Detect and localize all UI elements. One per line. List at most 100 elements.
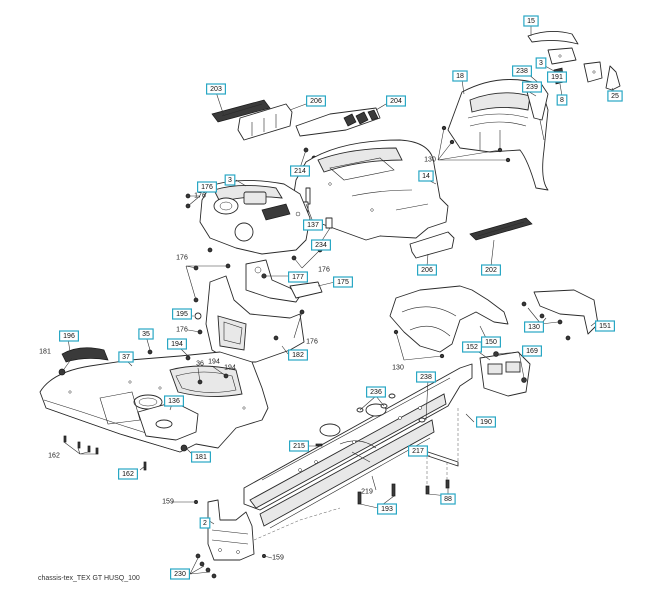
- callout-37[interactable]: 37: [118, 351, 134, 363]
- screws-130-hood[interactable]: [441, 125, 511, 163]
- callout-182[interactable]: 182: [288, 349, 309, 361]
- bolts-88[interactable]: [425, 479, 450, 495]
- callout-15[interactable]: 15: [523, 15, 539, 27]
- callout-206[interactable]: 206: [306, 95, 327, 107]
- callout-3[interactable]: 3: [224, 174, 236, 186]
- frame-190[interactable]: [243, 363, 473, 529]
- bolt-215[interactable]: [315, 443, 323, 447]
- bolts-193[interactable]: [357, 483, 396, 505]
- callout-162[interactable]: 162: [117, 468, 138, 480]
- nut-177[interactable]: [261, 273, 267, 279]
- callout-box[interactable]: [366, 386, 387, 398]
- bracket-175[interactable]: [245, 259, 323, 303]
- vent-206-bottom[interactable]: [409, 231, 455, 259]
- callout-88[interactable]: 88: [440, 493, 456, 505]
- plug-195[interactable]: [194, 312, 202, 320]
- light-housing-right[interactable]: [583, 61, 603, 83]
- callout-box[interactable]: [199, 517, 211, 529]
- callout-box[interactable]: [206, 83, 227, 95]
- vent-202[interactable]: [469, 217, 533, 241]
- callout-box[interactable]: [418, 170, 434, 182]
- callout-8[interactable]: 8: [556, 94, 568, 106]
- screws-130-bracket[interactable]: [521, 301, 571, 341]
- callout-35[interactable]: 35: [138, 328, 154, 340]
- callout-box[interactable]: [386, 95, 407, 107]
- light-housing-left[interactable]: [547, 47, 577, 65]
- callout-14[interactable]: 14: [418, 170, 434, 182]
- grommets-236-238[interactable]: [356, 393, 426, 423]
- callout-169[interactable]: 169: [521, 345, 542, 357]
- callout-box[interactable]: [117, 468, 138, 480]
- callout-194[interactable]: 194: [167, 338, 188, 350]
- callout-25[interactable]: 25: [607, 90, 623, 102]
- fender-37[interactable]: [39, 351, 269, 453]
- callout-box[interactable]: [290, 165, 311, 177]
- callout-box[interactable]: [452, 70, 468, 82]
- callout-190[interactable]: 190: [476, 416, 497, 428]
- callout-box[interactable]: [546, 71, 567, 83]
- callout-239[interactable]: 239: [521, 81, 542, 93]
- callout-box[interactable]: [288, 271, 309, 283]
- callout-18[interactable]: 18: [452, 70, 468, 82]
- callout-181[interactable]: 181: [191, 451, 212, 463]
- callout-box[interactable]: [556, 94, 568, 106]
- callout-196[interactable]: 196: [58, 330, 79, 342]
- callout-box[interactable]: [58, 330, 79, 342]
- callout-234[interactable]: 234: [311, 239, 332, 251]
- front-bracket-2[interactable]: [207, 499, 255, 561]
- callout-box[interactable]: [288, 349, 309, 361]
- callout-3[interactable]: 3: [535, 57, 547, 69]
- screws-230[interactable]: [195, 553, 217, 579]
- callout-box[interactable]: [440, 493, 456, 505]
- callout-box[interactable]: [306, 95, 327, 107]
- callout-204[interactable]: 204: [386, 95, 407, 107]
- callout-236[interactable]: 236: [366, 386, 387, 398]
- callout-202[interactable]: 202: [481, 264, 502, 276]
- callout-box[interactable]: [172, 308, 193, 320]
- rear-plate-152[interactable]: [479, 351, 531, 397]
- callout-box[interactable]: [511, 65, 532, 77]
- callout-177[interactable]: 177: [288, 271, 309, 283]
- bushing-181[interactable]: [58, 368, 188, 452]
- bracket-25[interactable]: [605, 65, 621, 91]
- screws-162[interactable]: [63, 435, 147, 471]
- callout-box[interactable]: [535, 57, 547, 69]
- callout-box[interactable]: [377, 503, 398, 515]
- support-150[interactable]: [389, 285, 509, 353]
- callout-136[interactable]: 136: [164, 395, 185, 407]
- callout-150[interactable]: 150: [481, 336, 502, 348]
- callout-238[interactable]: 238: [416, 371, 437, 383]
- callout-box[interactable]: [164, 395, 185, 407]
- callout-175[interactable]: 175: [333, 276, 354, 288]
- callout-box[interactable]: [417, 264, 438, 276]
- callout-box[interactable]: [408, 445, 429, 457]
- hood-front-18[interactable]: [447, 79, 549, 191]
- callout-151[interactable]: 151: [594, 320, 615, 332]
- callout-130[interactable]: 130: [523, 321, 544, 333]
- callout-152[interactable]: 152: [462, 341, 483, 353]
- callout-box[interactable]: [521, 345, 542, 357]
- callout-box[interactable]: [607, 90, 623, 102]
- callout-215[interactable]: 215: [289, 440, 310, 452]
- hood-trim-15[interactable]: [527, 31, 579, 45]
- callout-box[interactable]: [481, 264, 502, 276]
- callout-box[interactable]: [197, 181, 218, 193]
- callout-203[interactable]: 203: [206, 83, 227, 95]
- callout-214[interactable]: 214: [290, 165, 311, 177]
- callout-box[interactable]: [224, 174, 236, 186]
- callout-box[interactable]: [333, 276, 354, 288]
- callout-box[interactable]: [138, 328, 154, 340]
- callout-195[interactable]: 195: [172, 308, 193, 320]
- callout-206[interactable]: 206: [417, 264, 438, 276]
- callout-box[interactable]: [521, 81, 542, 93]
- callout-box[interactable]: [311, 239, 332, 251]
- callout-box[interactable]: [167, 338, 188, 350]
- callout-box[interactable]: [416, 371, 437, 383]
- callout-box[interactable]: [303, 219, 324, 231]
- callout-191[interactable]: 191: [546, 71, 567, 83]
- callout-193[interactable]: 193: [377, 503, 398, 515]
- dashboard-panel-14[interactable]: [291, 139, 449, 241]
- callout-230[interactable]: 230: [170, 568, 191, 580]
- callout-box[interactable]: [594, 320, 615, 332]
- callout-box[interactable]: [476, 416, 497, 428]
